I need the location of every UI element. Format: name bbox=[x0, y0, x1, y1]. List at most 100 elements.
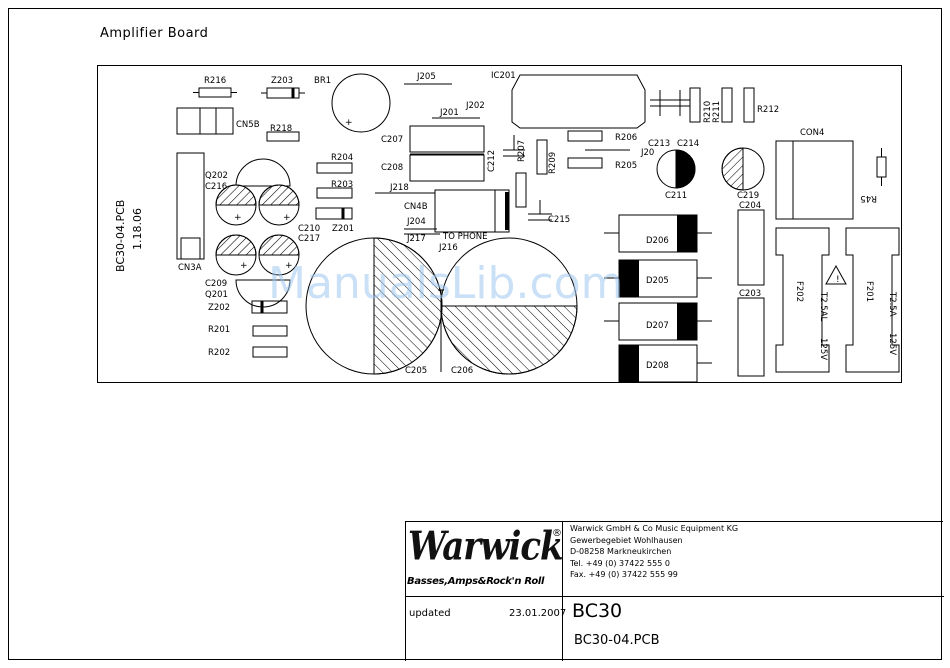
pcb-filename: BC30-04.PCB bbox=[574, 633, 660, 648]
label-c216: C216 bbox=[205, 182, 227, 192]
sheet-title: Amplifier Board bbox=[100, 26, 209, 41]
model-name: BC30 bbox=[572, 600, 623, 622]
resistor-r207 bbox=[515, 172, 527, 208]
drawing-frame bbox=[8, 8, 942, 660]
label-z201: Z201 bbox=[332, 224, 354, 234]
connector-con4 bbox=[775, 140, 854, 220]
logo-tagline: Basses,Amps&Rock'n Roll bbox=[407, 576, 545, 587]
label-c211: C211 bbox=[665, 191, 687, 201]
warwick-logo: Warwick ® Basses,Amps&Rock'n Roll bbox=[406, 522, 564, 596]
fuse-holder-f201 bbox=[845, 227, 900, 373]
resistor-r205 bbox=[567, 157, 603, 169]
label-z202: Z202 bbox=[208, 303, 230, 313]
pcb-outline bbox=[97, 65, 902, 383]
warning-triangle-icon bbox=[825, 264, 847, 285]
label-r203: R203 bbox=[331, 180, 353, 190]
label-r210: R210 bbox=[703, 101, 713, 123]
svg-text:+: + bbox=[234, 213, 242, 223]
label-125v-b: 125V bbox=[887, 333, 897, 355]
zener-z201 bbox=[315, 207, 353, 220]
company-line: Tel. +49 (0) 37422 555 0 bbox=[570, 558, 670, 568]
label-j216: J216 bbox=[438, 243, 458, 253]
company-address: Warwick GmbH & Co Music Equipment KG Gew… bbox=[570, 523, 738, 581]
label-t25al: T2.5AL bbox=[818, 291, 828, 322]
label-125v-a: 125V bbox=[818, 338, 828, 360]
label-c204: C204 bbox=[739, 201, 761, 211]
label-c203: C203 bbox=[739, 289, 761, 299]
label-r205: R205 bbox=[615, 161, 637, 171]
label-con4: CON4 bbox=[800, 128, 824, 138]
label-j20: J20 bbox=[640, 148, 654, 158]
bridge-br1 bbox=[331, 73, 391, 133]
resistor-r45 bbox=[876, 156, 887, 178]
svg-text:+: + bbox=[285, 261, 293, 271]
resistor-r209 bbox=[536, 139, 548, 175]
label-j217: J217 bbox=[406, 234, 426, 244]
label-c215: C215 bbox=[548, 215, 570, 225]
title-block-divider-h bbox=[406, 596, 944, 597]
label-c213: C213 bbox=[648, 139, 670, 149]
resistor-r210 bbox=[689, 87, 701, 123]
label-cn4b: CN4B bbox=[404, 202, 428, 212]
resistor-r204 bbox=[316, 162, 353, 174]
resistor-r218 bbox=[266, 131, 300, 142]
label-r201: R201 bbox=[208, 325, 230, 335]
label-r211: R211 bbox=[712, 101, 722, 123]
title-block: Warwick ® Basses,Amps&Rock'n Roll Warwic… bbox=[405, 521, 944, 661]
watermark: ManualsLib.com bbox=[268, 258, 623, 309]
label-c206: C206 bbox=[451, 366, 473, 376]
resistor-r203 bbox=[316, 187, 353, 199]
svg-text:+: + bbox=[240, 261, 248, 271]
label-d205: D205 bbox=[646, 276, 669, 286]
ic-ic201 bbox=[511, 74, 646, 129]
label-q202: Q202 bbox=[205, 171, 228, 181]
label-j202: J202 bbox=[465, 101, 485, 111]
label-r218: R218 bbox=[270, 124, 292, 134]
label-c205: C205 bbox=[405, 366, 427, 376]
logo-registered-mark: ® bbox=[552, 528, 562, 539]
label-c209: C209 bbox=[205, 279, 227, 289]
transistor-q201 bbox=[235, 279, 291, 308]
label-r45: R45 bbox=[860, 193, 877, 203]
fuse-holder-f202 bbox=[775, 227, 830, 373]
svg-text:+: + bbox=[345, 118, 353, 128]
label-j204: J204 bbox=[406, 217, 426, 227]
company-line: Gewerbegebiet Wohlhausen bbox=[570, 535, 683, 545]
label-t25a: T2.5A bbox=[887, 291, 897, 317]
label-cn5b: CN5B bbox=[236, 120, 260, 130]
logo-wordmark: Warwick bbox=[408, 524, 564, 570]
label-f202: F202 bbox=[794, 281, 804, 302]
connector-cn4b bbox=[434, 189, 510, 233]
label-f201: F201 bbox=[864, 281, 874, 302]
capacitor-c208 bbox=[409, 154, 485, 182]
resistor-r216 bbox=[198, 87, 232, 98]
resistor-r211 bbox=[721, 87, 733, 123]
label-c210: C210 bbox=[298, 224, 320, 234]
label-br1: BR1 bbox=[314, 76, 331, 86]
label-r204: R204 bbox=[331, 153, 353, 163]
pcb-name-label: BC30-04.PCB bbox=[114, 200, 127, 272]
capacitor-c207 bbox=[409, 125, 485, 153]
label-j205: J205 bbox=[416, 72, 436, 82]
label-c217: C217 bbox=[298, 234, 320, 244]
capacitor-c204 bbox=[737, 209, 765, 286]
label-r212: R212 bbox=[757, 105, 779, 115]
resistor-r202 bbox=[252, 346, 288, 358]
company-line: D-08258 Markneukirchen bbox=[570, 547, 672, 556]
label-c207: C207 bbox=[381, 135, 403, 145]
resistor-r206 bbox=[567, 130, 603, 142]
updated-date: 23.01.2007 bbox=[509, 608, 567, 619]
connector-cn5b bbox=[176, 107, 234, 135]
resistor-r201 bbox=[252, 325, 288, 337]
label-c214: C214 bbox=[677, 139, 699, 149]
transistor-q202 bbox=[235, 158, 291, 187]
label-j218: J218 bbox=[389, 183, 409, 193]
label-d206: D206 bbox=[646, 236, 669, 246]
label-z203: Z203 bbox=[271, 76, 293, 86]
label-to-phone: TO PHONE bbox=[442, 232, 488, 242]
company-line: Fax. +49 (0) 37422 555 99 bbox=[570, 570, 678, 579]
svg-text:+: + bbox=[283, 213, 291, 223]
capacitor-c203 bbox=[737, 297, 765, 377]
svg-text:!: ! bbox=[836, 275, 840, 285]
